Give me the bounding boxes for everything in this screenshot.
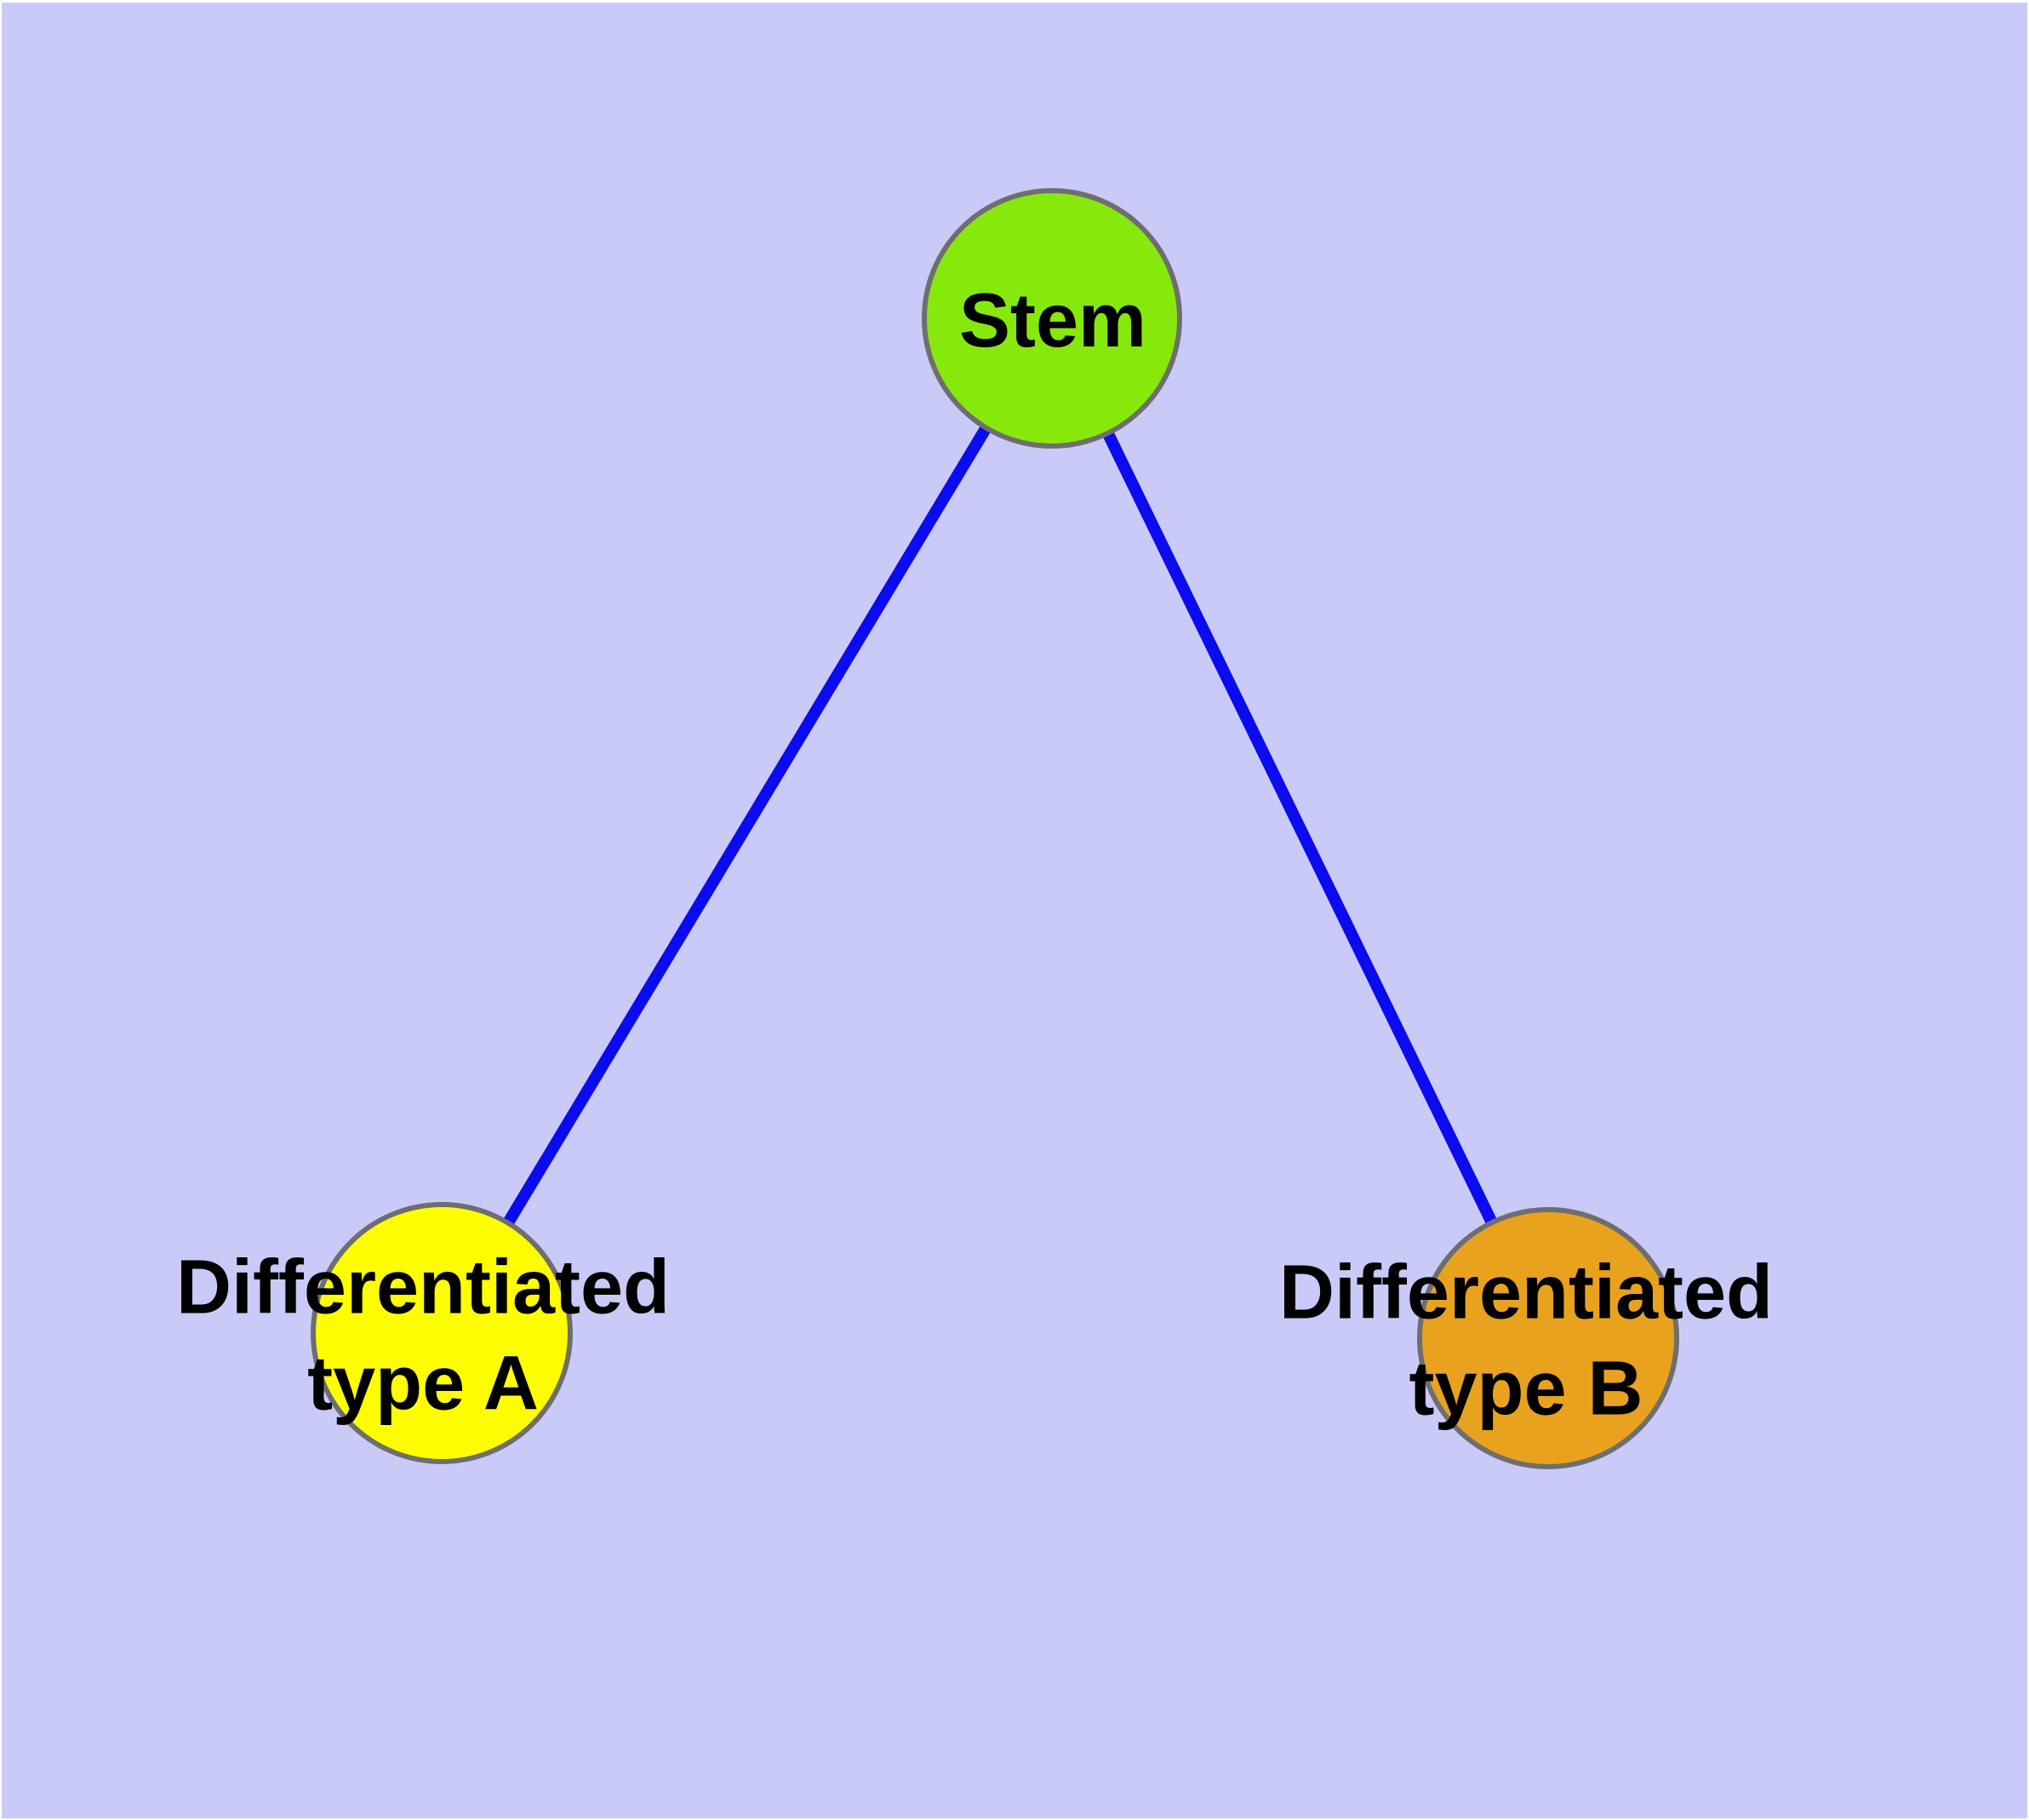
node-diff-b: Differentiated type B: [1279, 1207, 1773, 1469]
edge-stem-diff-a: [437, 315, 1057, 1336]
node-diff-a-label-line-1: Differentiated: [176, 1245, 670, 1331]
node-stem: Stem: [922, 188, 1182, 449]
node-diff-a-circle: [311, 1202, 573, 1464]
node-stem-circle: [922, 188, 1182, 449]
edge-stem-diff-b: [1046, 315, 1554, 1342]
node-diff-b-label-line-2: type B: [1409, 1347, 1643, 1432]
node-diff-b-label: Differentiated type B: [1279, 1251, 1773, 1432]
node-stem-label: Stem: [959, 278, 1146, 363]
node-diff-b-label-line-1: Differentiated: [1279, 1251, 1773, 1336]
node-diff-b-circle: [1417, 1207, 1679, 1469]
node-diff-a-label: Differentiated type A: [176, 1245, 670, 1427]
edges-layer: [437, 315, 1554, 1342]
node-diff-a: Differentiated type A: [176, 1202, 670, 1464]
node-stem-label-line-1: Stem: [959, 278, 1146, 363]
node-diff-a-label-line-2: type A: [307, 1342, 539, 1427]
